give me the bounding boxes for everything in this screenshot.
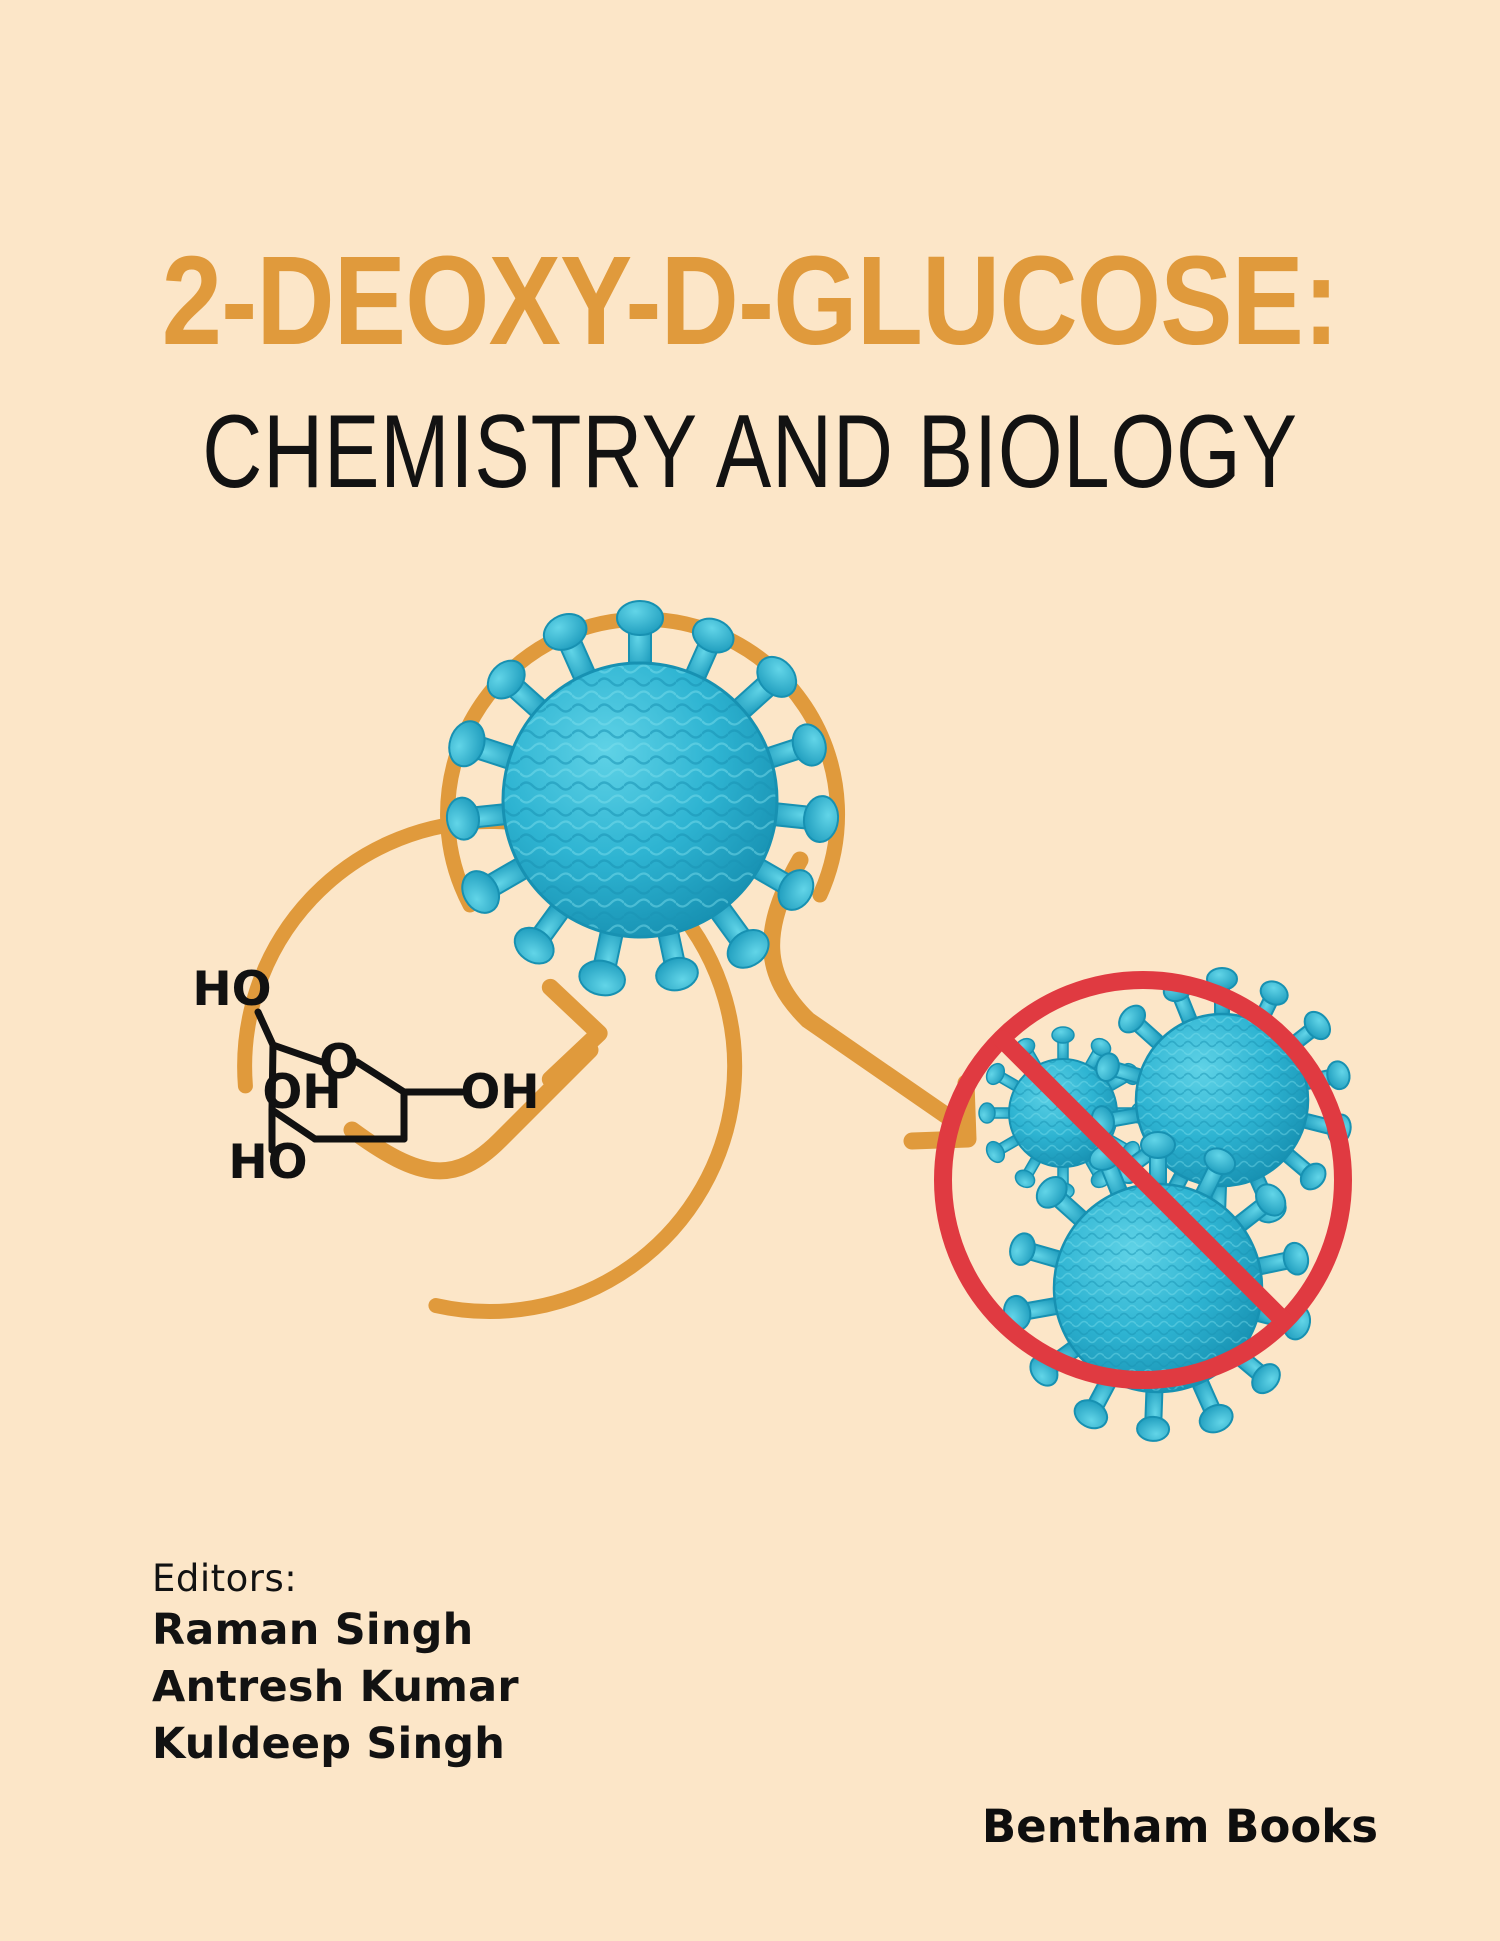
molecule-label-o-ring: O [319,1035,359,1090]
editors-block: Editors: Raman Singh Antresh Kumar Kulde… [152,1556,519,1773]
editor-name-2: Antresh Kumar [152,1662,519,1712]
editor-name-3: Kuldeep Singh [152,1718,506,1769]
editor-name-1: Raman Singh [152,1605,474,1656]
editors-label: Editors: [152,1557,298,1600]
molecule-label-ho-top: HO [192,962,271,1017]
molecule-structure: HO O OH OH HO [192,962,539,1190]
coronavirus-large [445,600,840,997]
publisher-name: Bentham Books [981,1800,1378,1853]
molecule-label-oh-right: OH [460,1065,539,1120]
coronavirus-bottom [1003,1131,1312,1442]
blocked-virus-group [934,967,1352,1442]
prohibition-icon [934,971,1352,1389]
arrow-up-right-icon [343,978,608,1180]
molecule-label-ho-bottom: HO [228,1135,307,1190]
molecule-label-oh-left: OH [262,1065,341,1120]
